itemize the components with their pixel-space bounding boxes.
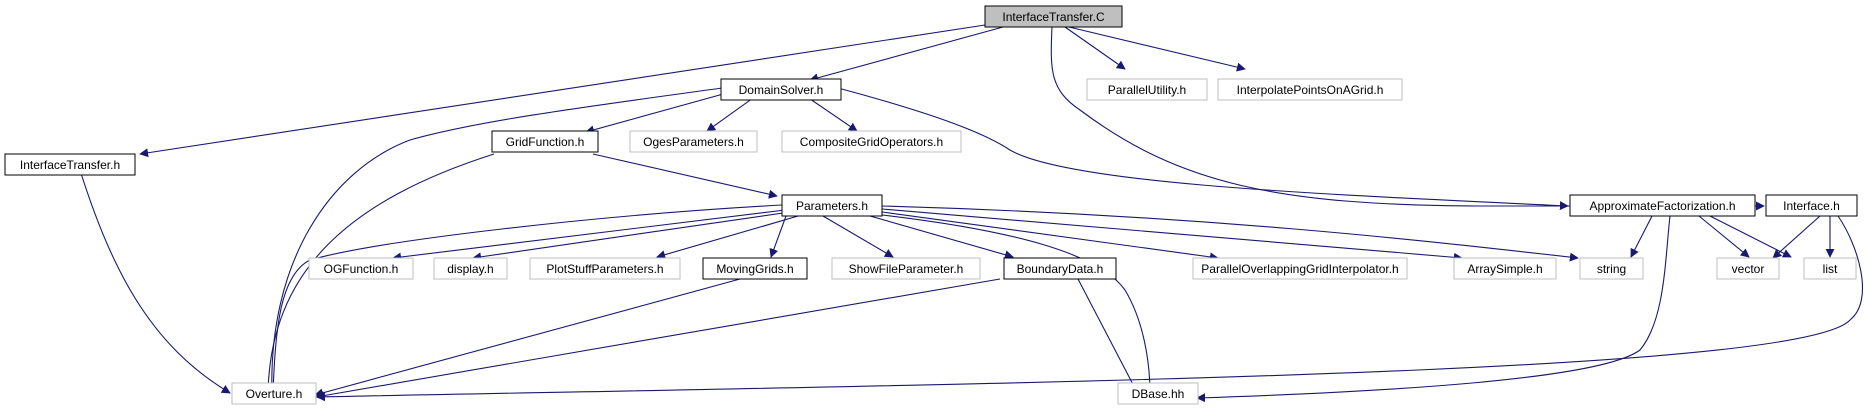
node-label: vector [1732,262,1765,276]
edge-parameters-h-to-movinggrids-h [769,215,787,258]
node-interfacetransfer-h[interactable]: InterfaceTransfer.h [4,153,136,176]
node-label: InterfaceTransfer.h [20,158,120,172]
node-showfileparameter-h[interactable]: ShowFileParameter.h [831,257,981,280]
edge-domainsolver-h-to-overture-h [267,87,723,395]
edge-parameters-h-to-dbase-hh [864,212,1155,395]
edge-interface-h-to-vector [1772,215,1821,259]
edge-approximatefactorization-h-to-dbase-hh [1196,215,1671,403]
edge-parameters-h-to-plotstuffparameters-h [656,213,806,260]
edge-parameters-h-to-ogfunction-h [392,209,786,262]
node-label: Interface.h [1783,199,1840,213]
node-label: InterpolatePointsOnAGrid.h [1237,83,1384,97]
node-label: InterfaceTransfer.C [1002,10,1105,24]
edge-approximatefactorization-h-to-list [1709,215,1792,258]
node-boundarydata-h[interactable]: BoundaryData.h [1003,257,1117,280]
node-compositegridoperators-h[interactable]: CompositeGridOperators.h [781,130,962,153]
node-parameters-h[interactable]: Parameters.h [781,194,883,217]
node-label: Overture.h [246,387,303,401]
node-label: ShowFileParameter.h [849,262,964,276]
node-label: list [1823,262,1838,276]
edge-gridfunction-h-to-parameters-h [592,153,778,199]
node-vector[interactable]: vector [1716,257,1780,280]
edge-parameters-h-to-arraysimple-h [881,208,1463,262]
node-dbase-hh[interactable]: DBase.hh [1117,382,1199,405]
node-gridfunction-h[interactable]: GridFunction.h [491,130,599,153]
edge-movinggrids-h-to-overture-h [314,278,741,398]
edge-parameters-h-to-showfileparameter-h [822,215,894,258]
edge-interfacetransfer-c-to-interface-h [1050,26,1765,211]
edge-parameters-h-to-boundarydata-h [869,215,1014,260]
node-label: ArraySimple.h [1467,262,1542,276]
edge-interface-h-to-overture-h [316,215,1863,402]
node-display-h[interactable]: display.h [433,257,508,280]
edge-interfacetransfer-c-to-interpolatepoints-h [1068,26,1246,72]
node-label: display.h [447,262,493,276]
node-approximatefactorization-h[interactable]: ApproximateFactorization.h [1569,194,1756,217]
node-interfacetransfer-c[interactable]: InterfaceTransfer.C [984,5,1123,28]
node-label: ParallelOverlappingGridInterpolator.h [1201,262,1398,276]
edge-gridfunction-h-to-overture-h [263,153,495,395]
node-ogfunction-h[interactable]: OGFunction.h [308,257,414,280]
node-interface-h[interactable]: Interface.h [1765,194,1858,217]
node-parallelutility-h[interactable]: ParallelUtility.h [1086,78,1208,101]
node-label: CompositeGridOperators.h [800,135,943,149]
node-label: ParallelUtility.h [1108,83,1186,97]
node-label: string [1597,262,1626,276]
edge-approximatefactorization-h-to-vector [1698,215,1750,258]
edge-parameters-h-to-string [881,205,1579,262]
node-label: DomainSolver.h [739,83,824,97]
edge-parameters-h-to-overture-h [268,204,783,395]
node-label: OgesParameters.h [643,135,744,149]
edge-interfacetransfer-h-to-overture-h [74,153,231,394]
edge-parameters-h-to-display-h [472,211,791,262]
node-string[interactable]: string [1579,257,1644,280]
node-plotstuffparameters-h[interactable]: PlotStuffParameters.h [529,257,681,280]
node-interpolatepointsonagrid-h[interactable]: InterpolatePointsOnAGrid.h [1217,78,1403,101]
edge-approximatefactorization-h-to-string [1630,215,1653,258]
node-label: GridFunction.h [506,135,585,149]
node-label: ApproximateFactorization.h [1589,199,1735,213]
edge-boundarydata-h-to-overture-h [315,278,1001,401]
node-overture-h[interactable]: Overture.h [231,382,317,405]
edge-boundarydata-h-to-dbase-hh [1077,278,1139,395]
edge-interfacetransfer-c-to-parallelutility-h [1064,26,1126,70]
node-label: BoundaryData.h [1017,262,1104,276]
node-domainsolver-h[interactable]: DomainSolver.h [720,78,842,101]
node-ogesparameters-h[interactable]: OgesParameters.h [629,130,758,153]
node-label: PlotStuffParameters.h [546,262,663,276]
edge-interfacetransfer-c-to-domainsolver-h [809,26,1004,83]
node-movinggrids-h[interactable]: MovingGrids.h [702,257,808,280]
node-paralleloverlappinggridinterpolator-h[interactable]: ParallelOverlappingGridInterpolator.h [1192,257,1408,280]
node-label: DBase.hh [1132,387,1185,401]
edge-domainsolver-h-to-gridfunction-h [585,87,746,135]
node-label: OGFunction.h [324,262,399,276]
node-arraysimple-h[interactable]: ArraySimple.h [1453,257,1557,280]
node-list[interactable]: list [1803,257,1857,280]
edge-domainsolver-h-to-approximatefactorization-h [837,87,1569,211]
node-label: MovingGrids.h [716,262,793,276]
node-label: Parameters.h [796,199,868,213]
edge-interfacetransfer-c-to-interfacetransfer-h [139,24,986,158]
edge-parameters-h-to-paralleloverlapping-h [881,211,1219,262]
